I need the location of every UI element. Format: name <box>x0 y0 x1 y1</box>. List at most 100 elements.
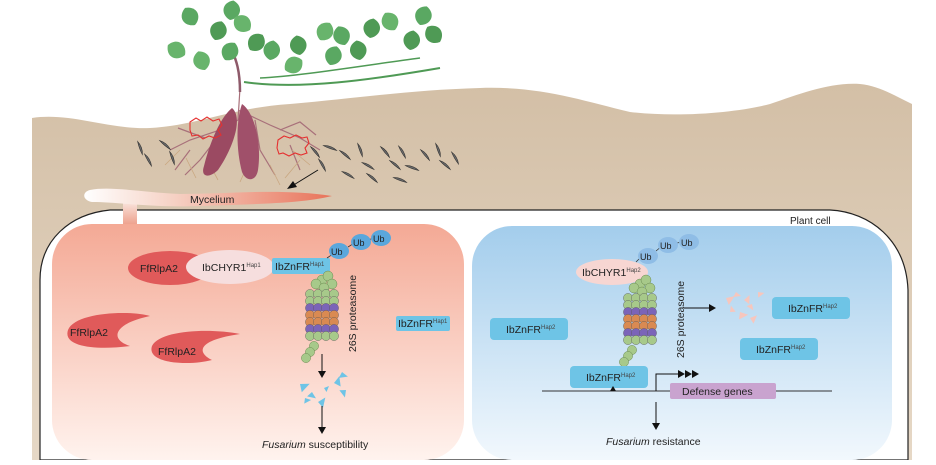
ibchyr1-hap2-label: IbCHYR1Hap2 <box>582 267 641 279</box>
svg-text:Ub: Ub <box>660 241 672 251</box>
proteasome-26s-right <box>619 274 657 367</box>
leaf <box>193 51 210 71</box>
leaf <box>263 40 280 60</box>
svg-text:Ub: Ub <box>640 252 652 262</box>
mycelium <box>84 188 332 207</box>
degraded-ibznfr-fragments <box>300 372 348 408</box>
fragment <box>758 292 765 298</box>
outcome-susceptibility: Fusarium susceptibility <box>262 439 369 451</box>
spore <box>388 159 402 171</box>
fragment <box>304 398 312 404</box>
infection-site-right <box>276 134 310 157</box>
infection-site-left <box>189 116 223 140</box>
fragment <box>738 312 749 320</box>
proteasome-right-label: 26S proteasome <box>675 281 687 358</box>
spore <box>397 145 406 160</box>
tuber-right <box>237 104 260 180</box>
effector-complex-hap1: FfRlpA2 IbCHYR1Hap1 IbZnFRHap1 <box>128 250 330 285</box>
fragment <box>730 305 736 312</box>
spore <box>158 139 172 151</box>
leaf <box>181 7 199 26</box>
ibchyr1-hap2 <box>576 259 648 285</box>
leaf <box>350 40 367 60</box>
arrow-spores-to-mycelium <box>287 169 319 189</box>
svg-text:Ub: Ub <box>331 247 343 257</box>
defense-genes-box <box>670 383 776 399</box>
proteasome-26s-left <box>301 270 339 363</box>
ibznfr-hap2-box <box>490 318 568 340</box>
ffrlpa2-free-2-label: FfRlpA2 <box>158 346 196 358</box>
leaf <box>403 30 420 50</box>
ubiquitin-chain-left: Ub Ub Ub <box>326 230 391 259</box>
spore <box>392 177 408 183</box>
mycelium-label: Mycelium <box>190 194 235 206</box>
fusarium-spores <box>137 139 459 184</box>
ibznfr-hap1-bound-label: IbZnFRHap1 <box>275 261 325 273</box>
spore <box>360 162 375 171</box>
fragment <box>318 397 326 408</box>
leaf <box>290 35 307 55</box>
spore <box>322 145 338 151</box>
plant-cell-label: Plant cell <box>790 216 831 227</box>
spore <box>435 142 441 158</box>
leaf <box>247 33 265 51</box>
spore <box>404 165 420 171</box>
spore <box>137 140 143 156</box>
leaf <box>233 15 251 33</box>
fragment <box>726 296 735 305</box>
ub-1 <box>638 248 658 264</box>
ubiquitin-chain-right: Ub Ub Ub <box>635 234 699 264</box>
spore <box>309 145 321 159</box>
fragment <box>338 372 348 378</box>
fragment <box>307 392 316 399</box>
spore <box>169 150 175 166</box>
fragment <box>746 304 754 311</box>
ub-3 <box>371 230 391 246</box>
spore <box>317 158 326 173</box>
fragment <box>334 376 341 387</box>
leaf <box>425 25 443 43</box>
spore <box>357 142 363 158</box>
transcription-arrowheads <box>678 370 699 378</box>
leaf <box>363 18 380 38</box>
leaf <box>415 6 432 26</box>
ibznfr-hap2-label: IbZnFRHap2 <box>506 324 556 336</box>
defense-genes-label: Defense genes <box>682 386 753 398</box>
ffrlpa2-free-1-label: FfRlpA2 <box>70 327 108 339</box>
fragment <box>324 386 329 392</box>
transcription-start-arrow <box>655 373 678 391</box>
ibznfr-hap2-box <box>570 366 648 388</box>
spore <box>143 153 152 168</box>
leaf <box>167 41 186 59</box>
fragment <box>733 292 742 297</box>
outcome-resistance: Fusarium resistance <box>606 436 701 448</box>
leaf <box>316 22 334 41</box>
ibznfr-hap2-box <box>772 297 850 319</box>
right-cytoplasm-panel <box>472 226 892 460</box>
ub-2 <box>351 234 371 250</box>
svg-text:Ub: Ub <box>373 234 385 244</box>
leaf <box>284 56 303 74</box>
spore <box>340 171 355 180</box>
outcome-arrow-left <box>318 406 326 434</box>
fragment <box>744 294 750 305</box>
leaf <box>223 0 240 20</box>
ibznfr-hap2-label: IbZnFRHap2 <box>756 344 806 356</box>
svg-text:Ub: Ub <box>353 238 365 248</box>
ibznfr-hap2-label: IbZnFRHap2 <box>586 372 636 384</box>
ibznfr-hap1-bound <box>272 258 330 274</box>
binding-site-marker <box>610 386 616 391</box>
svg-text:Ub: Ub <box>681 238 693 248</box>
ibznfr-hap2-label: IbZnFRHap2 <box>788 303 838 315</box>
spore <box>365 172 379 184</box>
fragment <box>300 383 310 393</box>
leaf <box>381 12 399 31</box>
spore <box>419 148 431 162</box>
fragment <box>750 315 757 324</box>
leaf <box>325 46 342 66</box>
ffrlpa2-label: FfRlpA2 <box>140 263 178 275</box>
ub-3 <box>679 234 699 250</box>
ffrlpa2-free-1 <box>67 312 150 348</box>
